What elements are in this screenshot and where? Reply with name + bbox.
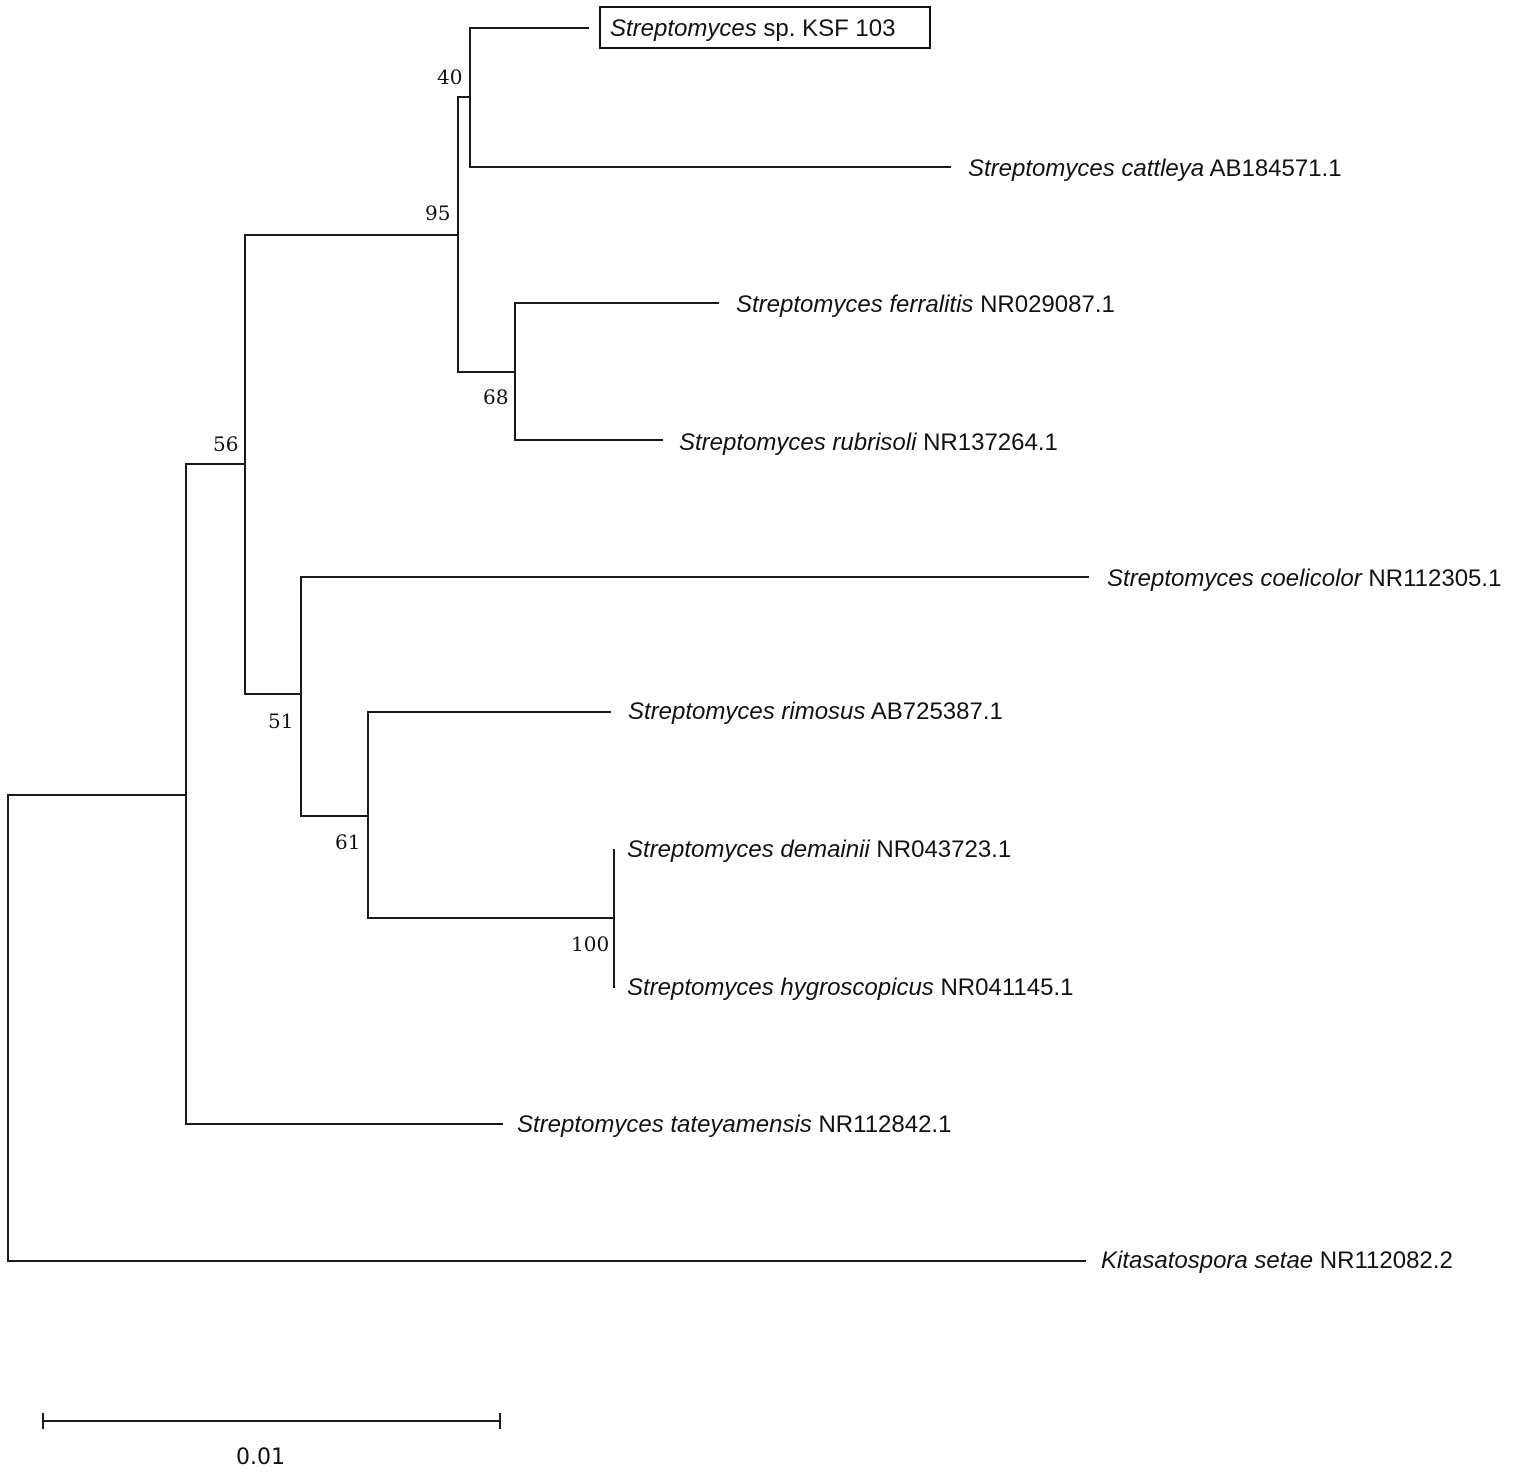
leaf-label-ferralitis: Streptomyces ferralitis NR029087.1 — [736, 291, 1115, 318]
bootstrap-value-40: 40 — [437, 65, 462, 89]
leaf-label-cattleya: Streptomyces cattleya AB184571.1 — [968, 155, 1342, 182]
leaf-label-coelicolor: Streptomyces coelicolor NR112305.1 — [1107, 565, 1501, 592]
leaf-label-tateyamensis: Streptomyces tateyamensis NR112842.1 — [517, 1111, 951, 1138]
leaf-label-demainii: Streptomyces demainii NR043723.1 — [627, 836, 1011, 863]
bootstrap-value-100: 100 — [571, 932, 609, 956]
highlight-box-ksf103 — [599, 6, 931, 49]
bootstrap-value-68: 68 — [483, 385, 508, 409]
scale-bar-label: 0.01 — [236, 1445, 285, 1470]
leaf-label-kitasatospora: Kitasatospora setae NR112082.2 — [1101, 1247, 1453, 1274]
bootstrap-value-61: 61 — [335, 830, 360, 854]
leaf-label-rimosus: Streptomyces rimosus AB725387.1 — [628, 698, 1003, 725]
bootstrap-value-56: 56 — [213, 432, 238, 456]
leaf-label-ksf103: Streptomyces sp. KSF 103 — [610, 15, 895, 42]
bootstrap-value-95: 95 — [425, 201, 450, 225]
leaf-label-rubrisoli: Streptomyces rubrisoli NR137264.1 — [679, 429, 1058, 456]
leaf-label-hygroscopicus: Streptomyces hygroscopicus NR041145.1 — [627, 974, 1073, 1001]
scale-bar: 0.01 — [42, 1413, 501, 1470]
bootstrap-value-51: 51 — [268, 709, 293, 733]
